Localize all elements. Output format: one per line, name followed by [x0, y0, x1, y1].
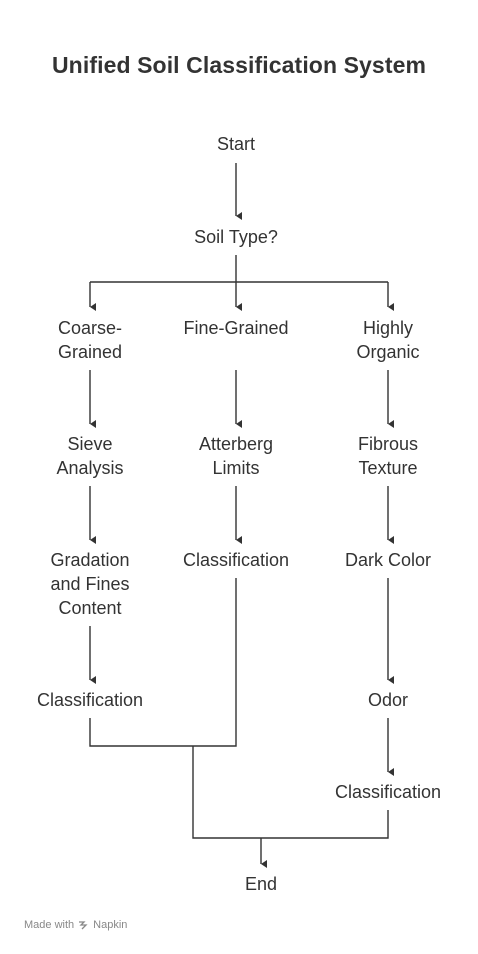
- node-highly-organic: Highly Organic: [356, 318, 420, 362]
- node-fine-classification: Classification: [182, 550, 290, 570]
- line-coarse-fine-merge: [89, 578, 237, 747]
- node-coarse-grained: Coarse- Grained: [57, 318, 123, 362]
- diagram-title: Unified Soil Classification System: [51, 52, 427, 78]
- node-gradation-fines: Gradation and Fines Content: [50, 550, 130, 618]
- node-end: End: [244, 874, 278, 894]
- node-dark-color: Dark Color: [344, 550, 432, 570]
- napkin-logo-icon: [79, 920, 88, 929]
- line-merge-down: [192, 746, 389, 839]
- node-sieve-analysis: Sieve Analysis: [56, 434, 124, 478]
- node-fine-grained: Fine-Grained: [183, 318, 289, 338]
- node-fibrous-texture: Fibrous Texture: [357, 434, 419, 478]
- node-coarse-classification: Classification: [36, 690, 144, 710]
- node-organic-classification: Classification: [334, 782, 442, 802]
- node-start: Start: [216, 134, 255, 154]
- node-atterberg-limits: Atterberg Limits: [198, 434, 274, 478]
- node-soil-type: Soil Type?: [194, 227, 278, 247]
- made-with-label: Made with: [24, 919, 75, 931]
- node-odor: Odor: [367, 690, 409, 710]
- footer-credit: Made with Napkin: [24, 919, 127, 931]
- napkin-brand: Napkin: [93, 919, 128, 931]
